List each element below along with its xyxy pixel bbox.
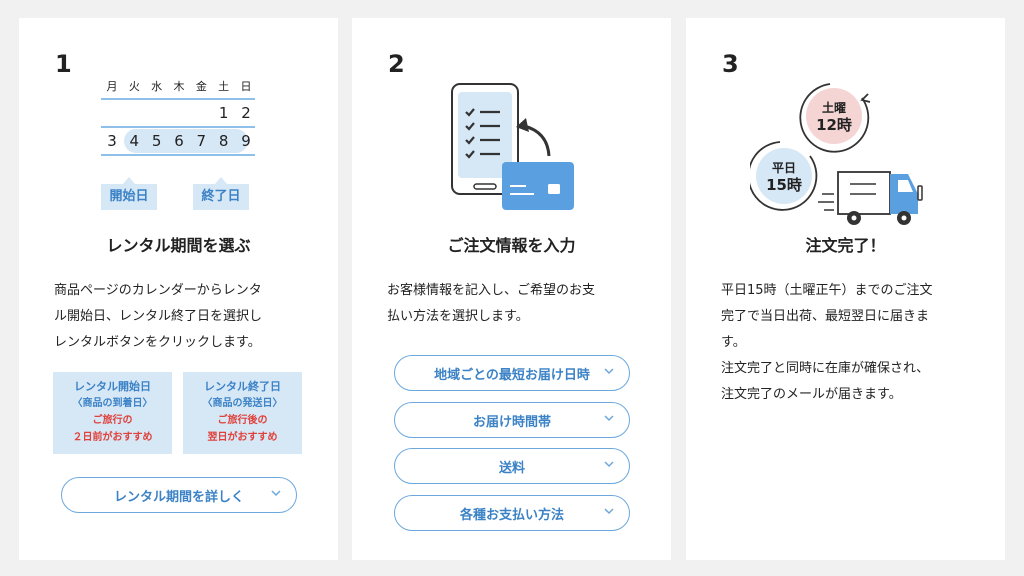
info-box-title: レンタル開始日 xyxy=(74,380,151,393)
chevron-down-icon xyxy=(604,415,614,422)
accordion-delivery-time[interactable]: お届け時間帯 xyxy=(394,402,630,438)
calendar-day: 7 xyxy=(196,132,207,150)
description-line: 平日15時（土曜正午）までのご注文 xyxy=(721,283,933,298)
order-form-illustration xyxy=(451,83,574,210)
weekday-fri: 金 xyxy=(195,80,207,93)
step-card-1: 1 月 火 水 木 金 土 日 1 2 3 4 5 6 7 xyxy=(19,18,338,560)
credit-card-icon xyxy=(502,162,574,210)
shipping-illustration: 土曜 12時 平日 15時 xyxy=(750,83,923,225)
badge-day: 平日 xyxy=(772,161,796,175)
step-number: 3 xyxy=(722,50,739,78)
step-card-3: 3 土曜 12時 平日 15時 注文完了！ xyxy=(686,18,1005,560)
calendar-week-1: 1 2 xyxy=(101,100,257,126)
description-line: お客様情報を記入し、ご希望のお支 xyxy=(387,283,596,298)
info-box-subtitle: 〈商品の発送日〉 xyxy=(202,398,283,409)
weekday-mon: 月 xyxy=(106,80,118,93)
calendar-selected-range xyxy=(124,129,248,153)
calendar-day: 5 xyxy=(151,132,162,150)
calendar-day: 6 xyxy=(174,132,184,150)
accordion-delivery-date-by-region[interactable]: 地域ごとの最短お届け日時 xyxy=(394,355,630,391)
calendar-day: 8 xyxy=(218,132,229,150)
accordion-shipping-fee[interactable]: 送料 xyxy=(394,448,630,484)
step-description: お客様情報を記入し、ご希望のお支 払い方法を選択します。 xyxy=(387,278,639,330)
info-box-title: レンタル終了日 xyxy=(204,380,281,393)
badge-time: 12時 xyxy=(816,116,852,134)
saturday-cutoff-badge: 土曜 12時 xyxy=(799,83,871,153)
step-number: 1 xyxy=(55,50,72,78)
badge-day: 土曜 xyxy=(822,100,846,115)
calendar-divider xyxy=(101,98,255,100)
description-line: 払い方法を選択します。 xyxy=(387,309,529,324)
calendar-day xyxy=(190,100,212,126)
step-title: ご注文情報を入力 xyxy=(447,236,576,255)
calendar-day xyxy=(123,100,145,126)
accordion-label: お届け時間帯 xyxy=(472,414,551,430)
start-date-tag: 開始日 xyxy=(101,177,157,210)
checklist-icon xyxy=(465,108,500,159)
chevron-down-icon xyxy=(604,461,614,468)
description-line: 注文完了と同時に在庫が確保され、 xyxy=(721,361,930,376)
step-number: 2 xyxy=(388,50,405,78)
weekday-thu: 木 xyxy=(173,80,185,93)
rental-period-detail-button[interactable]: レンタル期間を詳しく xyxy=(61,477,297,513)
end-date-tag: 終了日 xyxy=(193,177,249,210)
rental-start-info-box: レンタル開始日 〈商品の到着日〉 ご旅行の ２日前がおすすめ xyxy=(53,372,172,454)
button-label: レンタル期間を詳しく xyxy=(113,489,244,505)
calendar-day: 3 xyxy=(107,132,117,150)
calendar-day xyxy=(146,100,168,126)
description-line: レンタルボタンをクリックします。 xyxy=(54,335,261,350)
weekday-cutoff-badge: 平日 15時 xyxy=(750,141,818,211)
accordion-label: 送料 xyxy=(498,460,525,476)
calendar-day: 9 xyxy=(241,132,251,150)
calendar-day xyxy=(101,100,123,126)
weekday-wed: 水 xyxy=(151,80,163,93)
arrow-icon xyxy=(516,118,551,157)
info-box-note: ご旅行後の xyxy=(217,415,268,426)
delivery-truck-icon xyxy=(818,171,923,225)
accordion-label: 各種お支払い方法 xyxy=(459,507,564,523)
calendar-weekday-row: 月 火 水 木 金 土 日 xyxy=(101,76,257,98)
calendar-day: 4 xyxy=(129,132,140,150)
accordion-label: 地域ごとの最短お届け日時 xyxy=(434,367,590,383)
rental-end-info-box: レンタル終了日 〈商品の発送日〉 ご旅行後の 翌日がおすすめ xyxy=(183,372,302,454)
description-line: 商品ページのカレンダーからレンタ xyxy=(54,283,262,298)
description-line: 注文完了のメールが届きます。 xyxy=(721,387,902,402)
info-box-subtitle: 〈商品の到着日〉 xyxy=(72,398,153,409)
step-title: 注文完了！ xyxy=(805,236,886,255)
accordion-payment-methods[interactable]: 各種お支払い方法 xyxy=(394,495,630,531)
weekday-tue: 火 xyxy=(128,80,140,93)
info-box-note: ご旅行の xyxy=(92,415,133,426)
chevron-down-icon xyxy=(271,490,281,497)
calendar-day: 2 xyxy=(241,104,251,122)
step-description: 平日15時（土曜正午）までのご注文 完了で当日出荷、最短翌日に届きま す。 注文… xyxy=(721,278,973,408)
calendar-divider xyxy=(101,126,255,128)
description-line: 完了で当日出荷、最短翌日に届きま xyxy=(721,309,930,324)
badge-time: 15時 xyxy=(766,176,802,194)
calendar-day xyxy=(168,100,190,126)
info-box-note: ２日前がおすすめ xyxy=(72,432,153,443)
step-title: レンタル期間を選ぶ xyxy=(106,236,251,255)
calendar-divider xyxy=(101,154,255,156)
weekday-sun: 日 xyxy=(240,80,252,93)
description-line: ル開始日、レンタル終了日を選択し xyxy=(54,309,263,324)
calendar-day: 1 xyxy=(218,104,229,122)
description-line: す。 xyxy=(721,335,746,350)
step-description: 商品ページのカレンダーからレンタ ル開始日、レンタル終了日を選択し レンタルボタ… xyxy=(54,278,306,356)
rental-calendar: 月 火 水 木 金 土 日 1 2 3 4 5 6 7 8 9 xyxy=(101,76,257,156)
calendar-week-2: 3 4 5 6 7 8 9 xyxy=(101,128,257,154)
info-box-note: 翌日がおすすめ xyxy=(207,432,278,443)
chevron-down-icon xyxy=(604,508,614,515)
chevron-down-icon xyxy=(604,368,614,375)
step-card-2: 2 ご注文情報を入力 お客様情報を記入し、ご希望のお支 払い方法を選択します。 xyxy=(352,18,671,560)
weekday-sat: 土 xyxy=(218,80,230,93)
